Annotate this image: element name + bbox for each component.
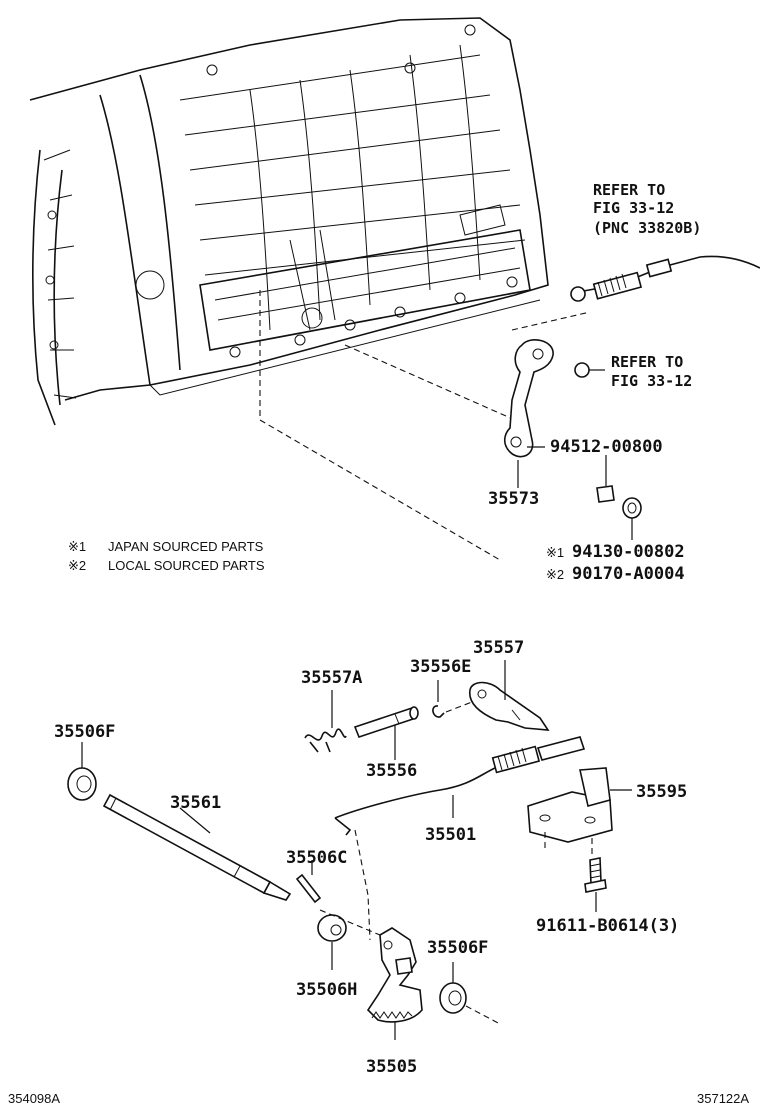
part-number-91611[interactable]: 91611-B0614(3) [536,916,679,936]
part-number-35561[interactable]: 35561 [170,793,221,813]
e-ring-35556E-icon [432,705,445,718]
transmission-assembly-drawing [29,17,549,426]
part-number-35557[interactable]: 35557 [473,638,524,658]
shift-cable-35501 [334,736,586,836]
bolt-91611 [584,857,607,893]
lever-35573-drawing [503,339,554,458]
washer-94512-icon [596,485,615,503]
shaft-35561-drawing [102,793,292,901]
cable-ref-line2: FIG 33-12 [593,199,674,217]
oil-seal-35506F-right [439,982,467,1014]
nut-ref-line1: REFER TO [611,353,683,371]
refer-nut-icon [574,362,590,378]
oil-seal-35506F-left [67,767,97,801]
part-number-35556[interactable]: 35556 [366,761,417,781]
bracket-35595 [527,767,613,843]
part-number-35557A[interactable]: 35557A [301,668,362,688]
legend-note1-text: JAPAN SOURCED PARTS [108,539,264,554]
part-number-35506F-left[interactable]: 35506F [54,722,115,742]
figure-code-left: 354098A [8,1091,60,1106]
legend-note2-text: LOCAL SOURCED PARTS [108,558,265,573]
part-number-35506F-right[interactable]: 35506F [427,938,488,958]
pin-35506C-icon [295,873,322,904]
part-number-35505[interactable]: 35505 [366,1057,417,1077]
cable-ref-line3: (PNC 33820B) [593,219,701,237]
bushing-35506H [317,914,347,942]
part-number-35595[interactable]: 35595 [636,782,687,802]
part-number-90170[interactable]: 90170-A0004 [572,564,685,584]
nut-ref-line2: FIG 33-12 [611,372,692,390]
shift-cable-end [570,255,760,302]
part-number-94512[interactable]: 94512-00800 [550,437,663,457]
part-number-35506C[interactable]: 35506C [286,848,347,868]
legend-note2-mark: ※2 [68,558,86,573]
part-90170-mark: ※2 [546,567,564,582]
figure-code-right: 357122A [697,1091,749,1106]
nut-94130-icon [622,497,642,519]
part-number-35573[interactable]: 35573 [488,489,539,509]
part-number-35556E[interactable]: 35556E [410,657,471,677]
detent-lever-35557 [469,681,550,731]
legend-note1-mark: ※1 [68,539,86,554]
part-number-35506H[interactable]: 35506H [296,980,357,1000]
part-number-35501[interactable]: 35501 [425,825,476,845]
part-number-94130[interactable]: 94130-00802 [572,542,685,562]
cable-ref-line1: REFER TO [593,181,665,199]
spring-35557A [304,728,347,753]
pin-35556 [353,706,419,738]
part-94130-mark: ※1 [546,545,564,560]
manual-lever-35505 [366,927,423,1023]
